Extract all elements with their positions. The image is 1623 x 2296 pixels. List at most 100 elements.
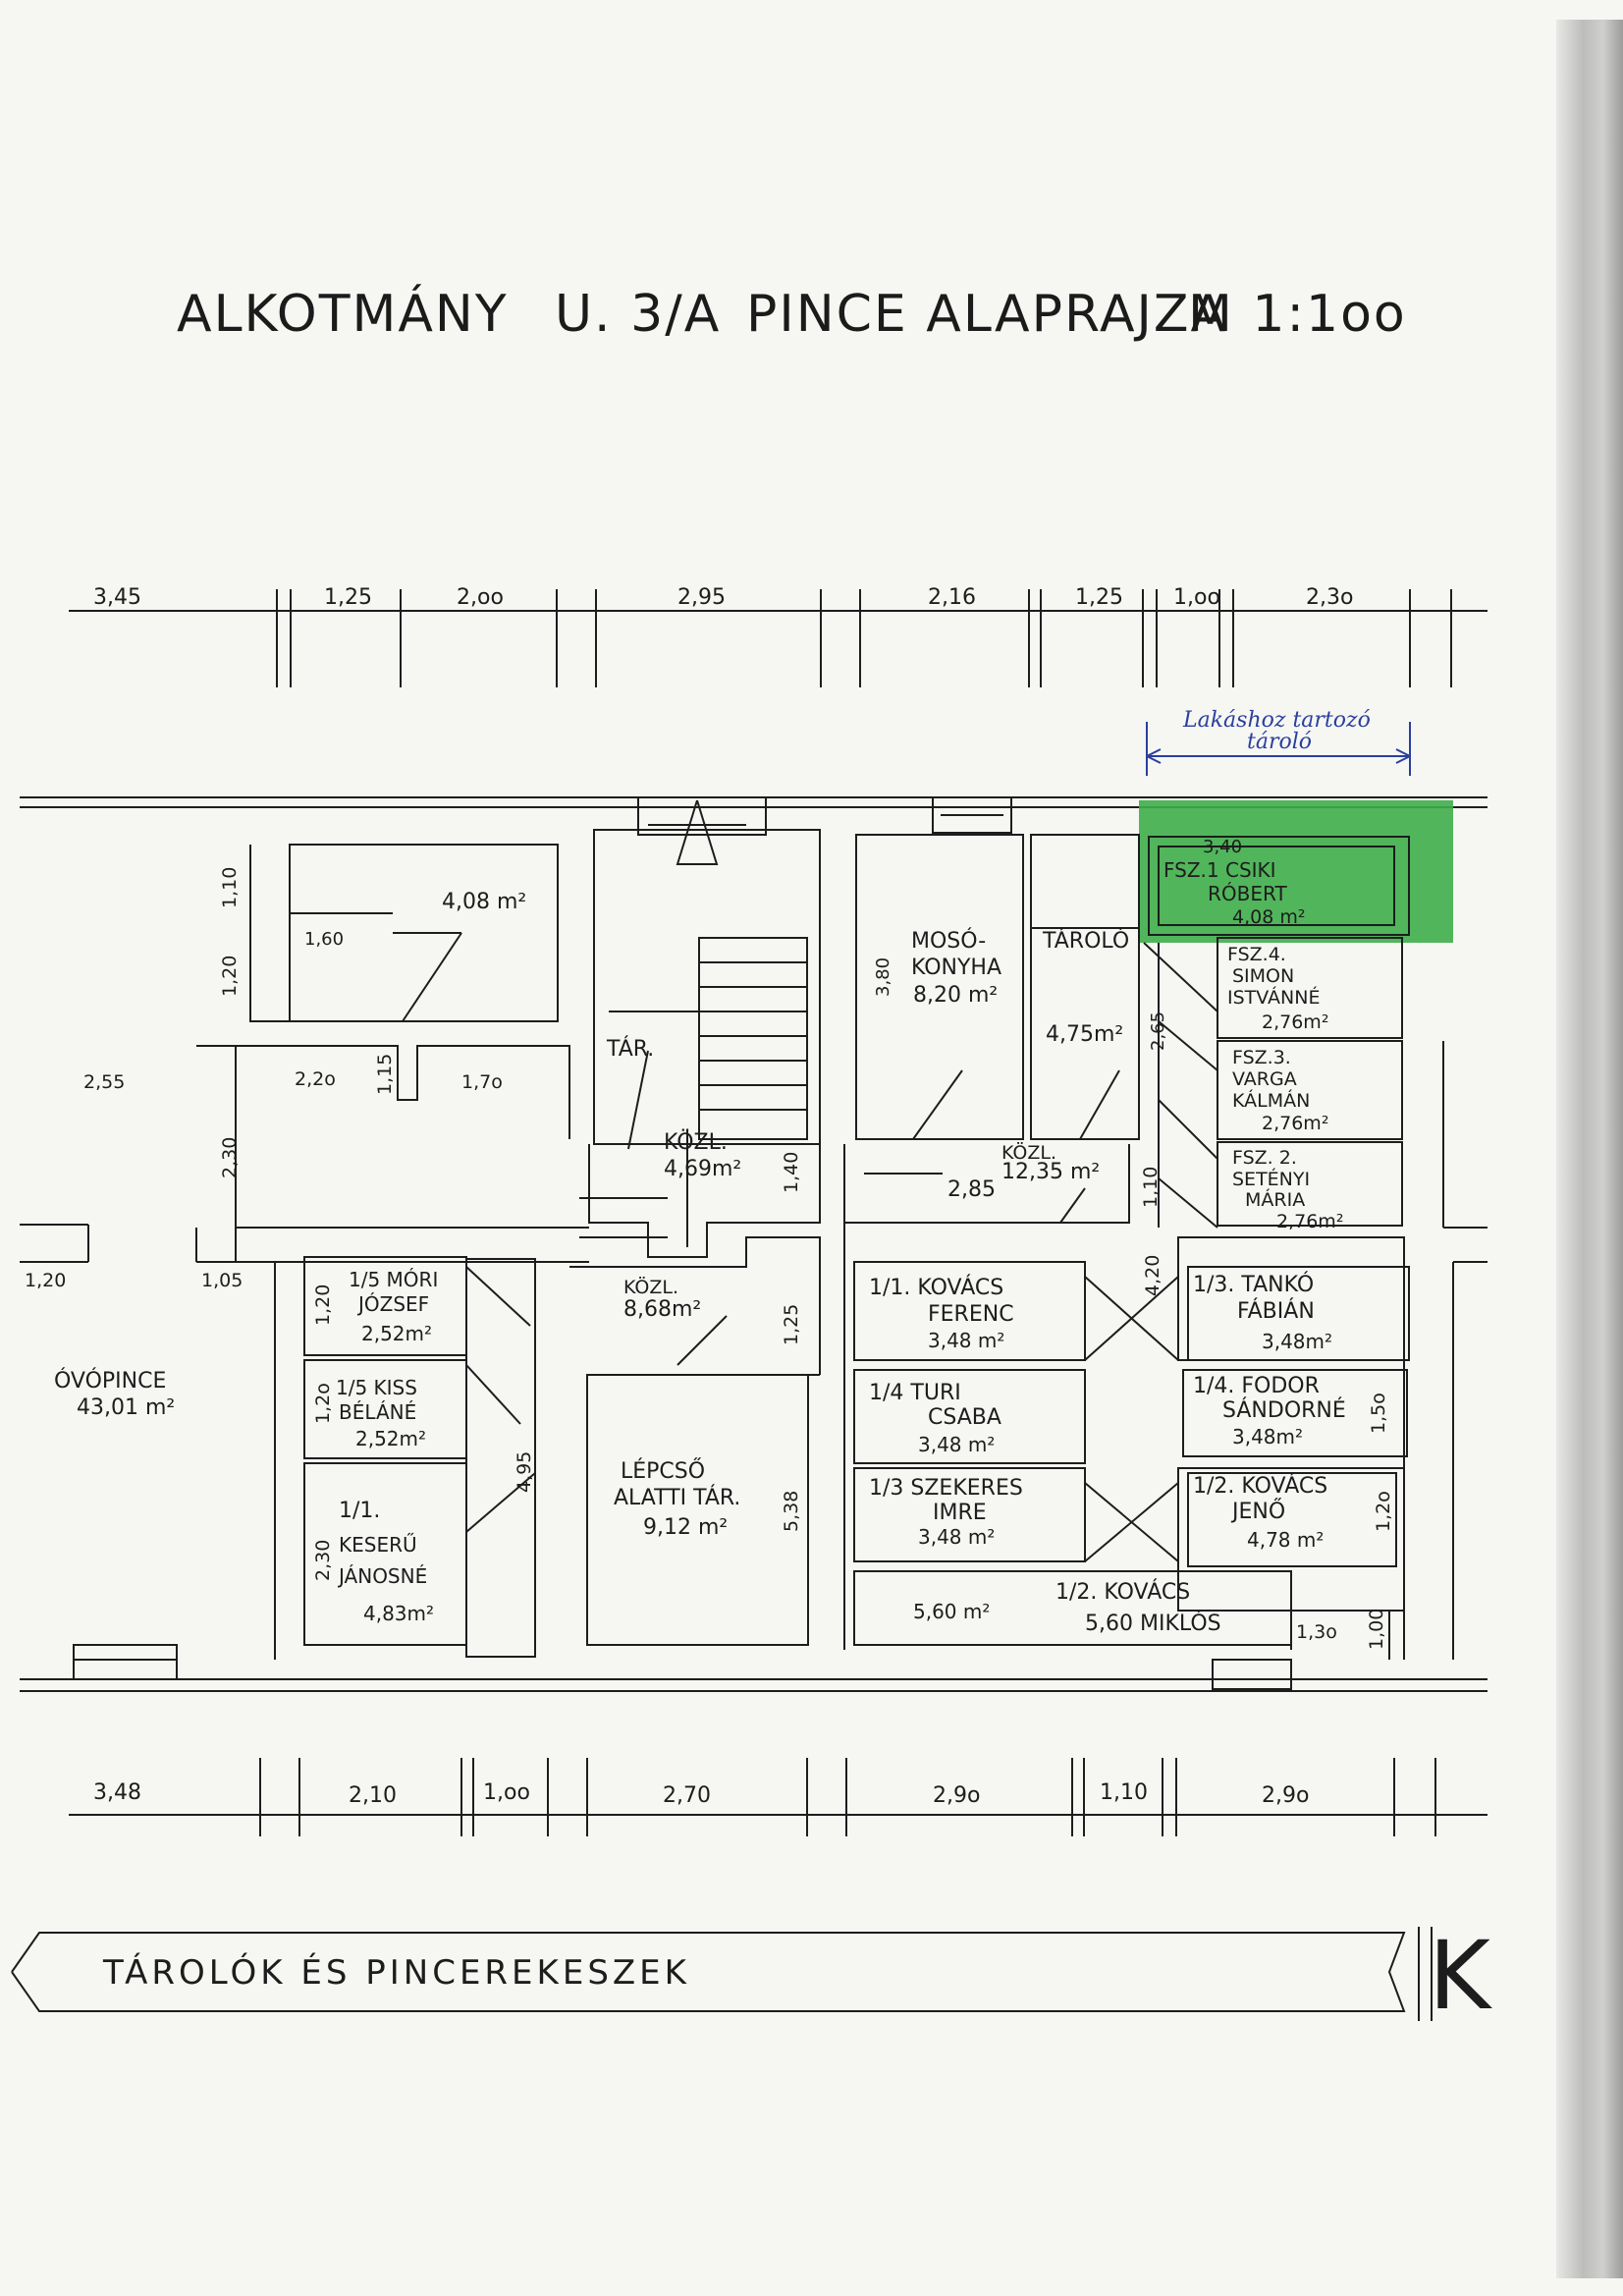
u11b-name3: JÁNOSNÉ <box>337 1564 427 1588</box>
title-number: U. 3/A <box>555 285 722 344</box>
kozl3-area: 8,68m² <box>623 1297 701 1322</box>
mosokonyha-area: 8,20 m² <box>913 983 998 1008</box>
side-dim-5: 1,15 <box>374 1054 396 1095</box>
lower-left-units <box>303 1256 536 1658</box>
top-dim-7: 1,oo <box>1173 585 1220 610</box>
side-dim-2: 1,20 <box>219 956 241 997</box>
footer-text: TÁROLÓK ÉS PINCEREKESZEK <box>102 1952 690 1993</box>
u15-area: 2,52m² <box>361 1322 432 1345</box>
kozl2-area: 12,35 m² <box>1001 1160 1100 1184</box>
side-dim-17: 1,20 <box>312 1285 334 1326</box>
room-408-sub: 1,60 <box>304 929 344 950</box>
u12b-name1: 1/2. KOVÁCS <box>1055 1579 1190 1605</box>
u11b-name1: 1/1. <box>339 1499 380 1523</box>
side-dim-22: 1,5o <box>1368 1393 1389 1434</box>
title-street: ALKOTMÁNY <box>177 285 509 344</box>
storage-note-line1: Lakáshoz tartozó <box>1182 708 1371 733</box>
fsz3-area: 2,76m² <box>1262 1113 1328 1134</box>
fsz4-name3: ISTVÁNNÉ <box>1227 986 1320 1009</box>
side-dim-15: 4,95 <box>514 1451 535 1493</box>
mosokonyha-name1: MOSÓ- <box>911 928 986 954</box>
kozl3-name: KÖZL. <box>623 1276 678 1298</box>
fsz2-name1: FSZ. 2. <box>1232 1147 1297 1169</box>
side-dim-6: 1,7o <box>461 1071 503 1093</box>
bottom-dim-1: 3,48 <box>93 1780 141 1805</box>
room-tarolo <box>1030 834 1140 1140</box>
u14b-name2: SÁNDORNÉ <box>1222 1397 1346 1423</box>
fsz1-area: 4,08 m² <box>1232 906 1305 928</box>
u13a-name1: 1/3 SZEKERES <box>869 1476 1023 1501</box>
u11-name2: FERENC <box>928 1302 1014 1327</box>
top-dim-1: 3,45 <box>93 585 141 610</box>
u13b-name1: 1/3. TANKÓ <box>1193 1272 1314 1297</box>
side-dim-18: 1,2o <box>312 1383 334 1424</box>
fsz1-dim: 3,40 <box>1203 837 1242 857</box>
fsz3-name2: VARGA <box>1232 1068 1297 1090</box>
u11b-name2: KESERŰ <box>339 1533 417 1557</box>
side-dim-9: 1,05 <box>201 1270 243 1291</box>
side-dim-4: 2,2o <box>295 1068 336 1090</box>
stair-core <box>593 796 821 1247</box>
bottom-dim-7: 2,9o <box>1262 1783 1309 1808</box>
u15-name1: 1/5 MÓRI <box>349 1268 438 1291</box>
storage-highlight <box>1139 800 1453 943</box>
storage-note-line2: tároló <box>1247 730 1312 754</box>
u15b-area: 2,52m² <box>355 1427 426 1450</box>
u15-name2: JÓZSEF <box>356 1292 429 1316</box>
room-408-area: 4,08 m² <box>442 890 526 914</box>
right-storage-column <box>1143 836 1488 1229</box>
middle-units <box>843 1223 1292 1650</box>
bottom-dim-5: 2,9o <box>933 1783 980 1808</box>
side-dim-21: 1,2o <box>1373 1491 1394 1532</box>
top-dim-3: 2,oo <box>457 585 504 610</box>
u11-name1: 1/1. KOVÁCS <box>869 1275 1003 1300</box>
top-dim-8: 2,3o <box>1306 585 1353 610</box>
u12a-name1: 1/2. KOVÁCS <box>1193 1473 1327 1499</box>
u12b-area: 5,60 m² <box>913 1600 990 1623</box>
u13a-name2: IMRE <box>933 1501 987 1525</box>
ovopince-area: 43,01 m² <box>77 1395 175 1420</box>
side-dim-8: 1,20 <box>25 1270 66 1291</box>
ovopince-name: ÓVÓPINCE <box>54 1368 166 1394</box>
room-4-08 <box>249 844 559 1022</box>
lepcso-area: 9,12 m² <box>643 1515 728 1540</box>
room-kozl-469 <box>579 1144 821 1258</box>
fsz4-area: 2,76m² <box>1262 1011 1328 1033</box>
u13a-area: 3,48 m² <box>918 1525 995 1549</box>
top-dim-2: 1,25 <box>324 585 372 610</box>
side-dim-13: 1,25 <box>781 1304 802 1345</box>
side-dim-3: 2,55 <box>83 1071 125 1093</box>
side-dim-14: 5,38 <box>781 1491 802 1532</box>
fsz2-name3: MÁRIA <box>1245 1188 1305 1211</box>
u14a-name2: CSABA <box>928 1405 1001 1430</box>
kozl2-name: KÖZL. <box>1001 1141 1056 1164</box>
kozl1-area: 4,69m² <box>664 1157 741 1181</box>
room-mosokonyha <box>855 796 1024 1140</box>
fsz4-name2: SIMON <box>1232 965 1294 987</box>
side-dim-7: 2,30 <box>219 1137 241 1178</box>
top-dim-5: 2,16 <box>928 585 976 610</box>
plan-title: ALKOTMÁNY U. 3/A PINCE ALAPRAJZA M 1:1oo <box>177 285 1414 363</box>
scanned-page-edge <box>1556 20 1623 2278</box>
u14b-name1: 1/4. FODOR <box>1193 1374 1320 1398</box>
bottom-dim-2: 2,10 <box>349 1783 397 1808</box>
u14a-area: 3,48 m² <box>918 1433 995 1456</box>
fsz2-area: 2,76m² <box>1276 1211 1343 1232</box>
side-dim-11: 1,10 <box>1140 1167 1162 1208</box>
bottom-dim-6: 1,10 <box>1100 1780 1148 1805</box>
u13b-area: 3,48m² <box>1262 1330 1332 1353</box>
top-dim-4: 2,95 <box>677 585 726 610</box>
fsz2-name2: SETÉNYI <box>1232 1168 1310 1190</box>
u11b-area: 4,83m² <box>363 1602 434 1625</box>
kozl2-dim: 2,85 <box>947 1177 996 1202</box>
side-dim-1: 1,10 <box>219 867 241 908</box>
u15b-name1: 1/5 KISS <box>336 1376 417 1399</box>
right-units <box>1177 1236 1488 1690</box>
top-dim-6: 1,25 <box>1075 585 1123 610</box>
mosokonyha-name2: KONYHA <box>911 956 1001 980</box>
u13b-name2: FÁBIÁN <box>1237 1298 1315 1324</box>
fsz1-name2: RÓBERT <box>1208 882 1287 905</box>
top-dimension-line <box>69 589 1488 687</box>
room-ovopince <box>73 1262 276 1680</box>
